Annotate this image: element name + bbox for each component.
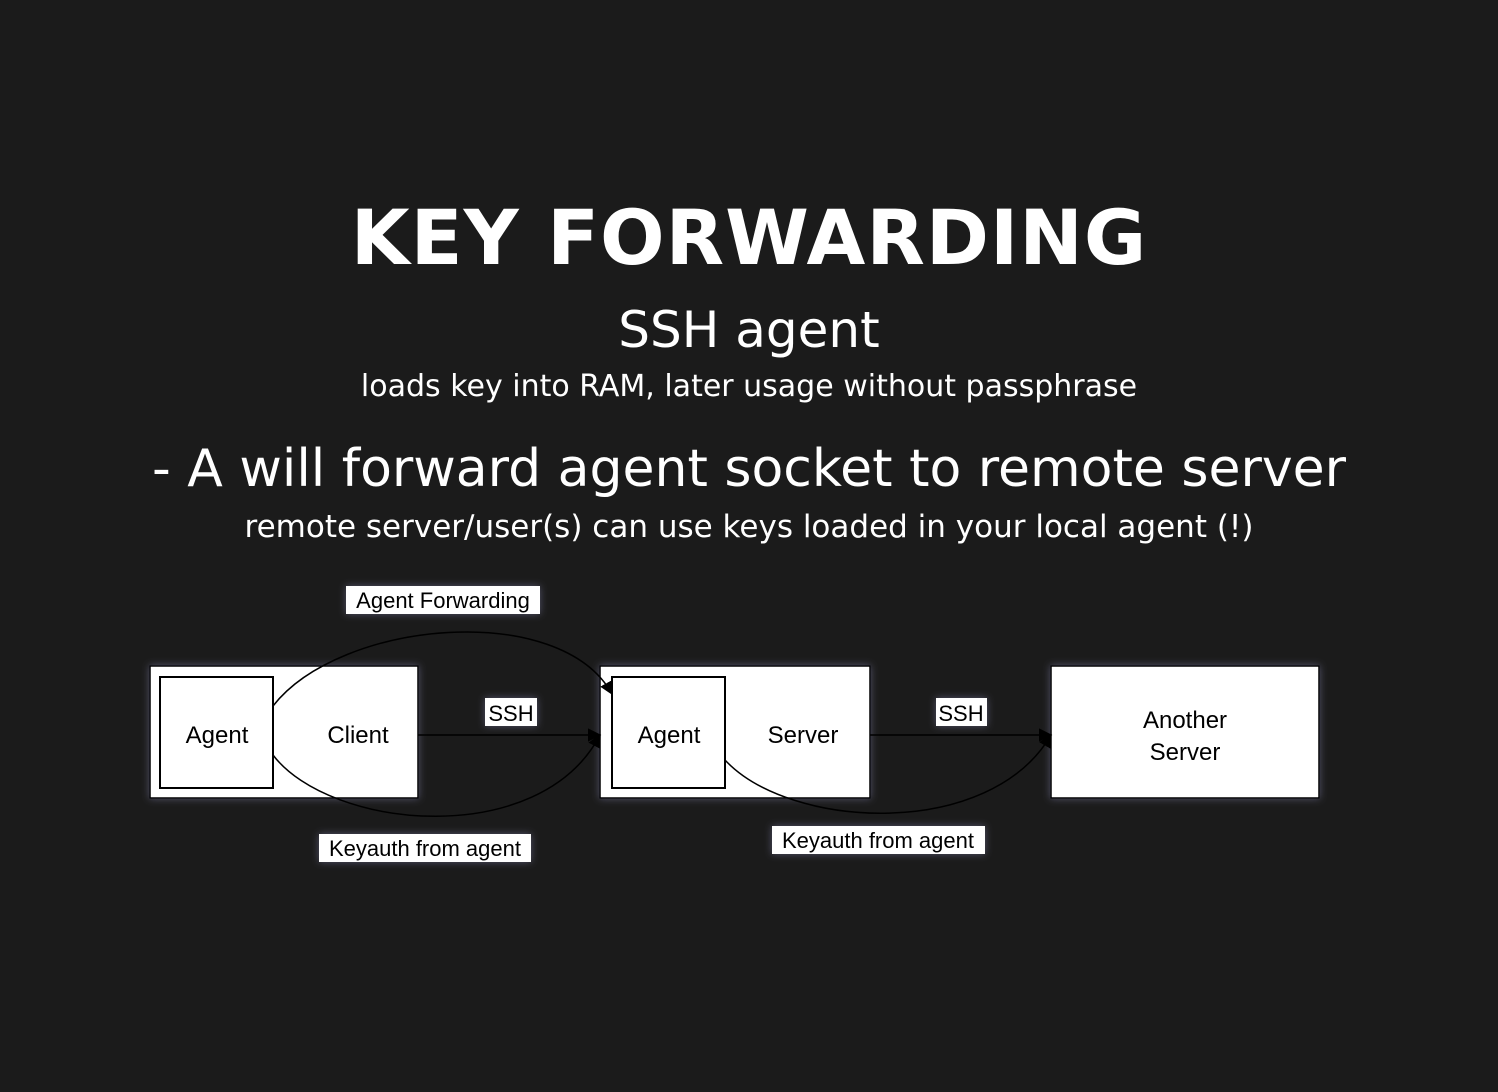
client-agent-box (159, 676, 274, 789)
keyauth-label-2-bg (772, 826, 985, 854)
ssh-label-1-bg (485, 698, 537, 726)
keyauth-label-2: Keyauth from agent (782, 828, 974, 853)
keyauth-label-1-bg (319, 834, 531, 862)
client-agent-label: Agent (186, 722, 249, 749)
agent-forwarding-label: Agent Forwarding (356, 588, 530, 613)
slide-title: KEY FORWARDING (350, 193, 1148, 282)
agent-forwarding-diagram: Agent Forwarding SSH SSH Keyauth from ag… (149, 586, 1320, 862)
slide-subnote: loads key into RAM, later usage without … (360, 369, 1138, 404)
server-label: Server (768, 722, 839, 749)
slide-subtitle: SSH agent (618, 301, 880, 359)
another-server-box (1050, 665, 1320, 799)
keyauth-label-1: Keyauth from agent (329, 836, 521, 861)
agent-forwarding-label-bg (346, 586, 540, 614)
ssh-label-2-bg (936, 698, 987, 726)
keyauth-arrow-1 (272, 733, 601, 817)
another-server-label-line2: Server (1150, 739, 1221, 766)
bullet-note: remote server/user(s) can use keys loade… (244, 509, 1254, 545)
agent-forwarding-arrow (272, 631, 613, 707)
ssh-label-1: SSH (488, 701, 533, 726)
server-agent-box (611, 676, 726, 789)
another-server-label-line1: Another (1143, 707, 1227, 734)
keyauth-arrow-2 (724, 733, 1052, 814)
ssh-label-2: SSH (938, 701, 983, 726)
client-label: Client (327, 722, 389, 749)
server-agent-label: Agent (638, 722, 701, 749)
bullet-point: - A will forward agent socket to remote … (151, 439, 1347, 499)
